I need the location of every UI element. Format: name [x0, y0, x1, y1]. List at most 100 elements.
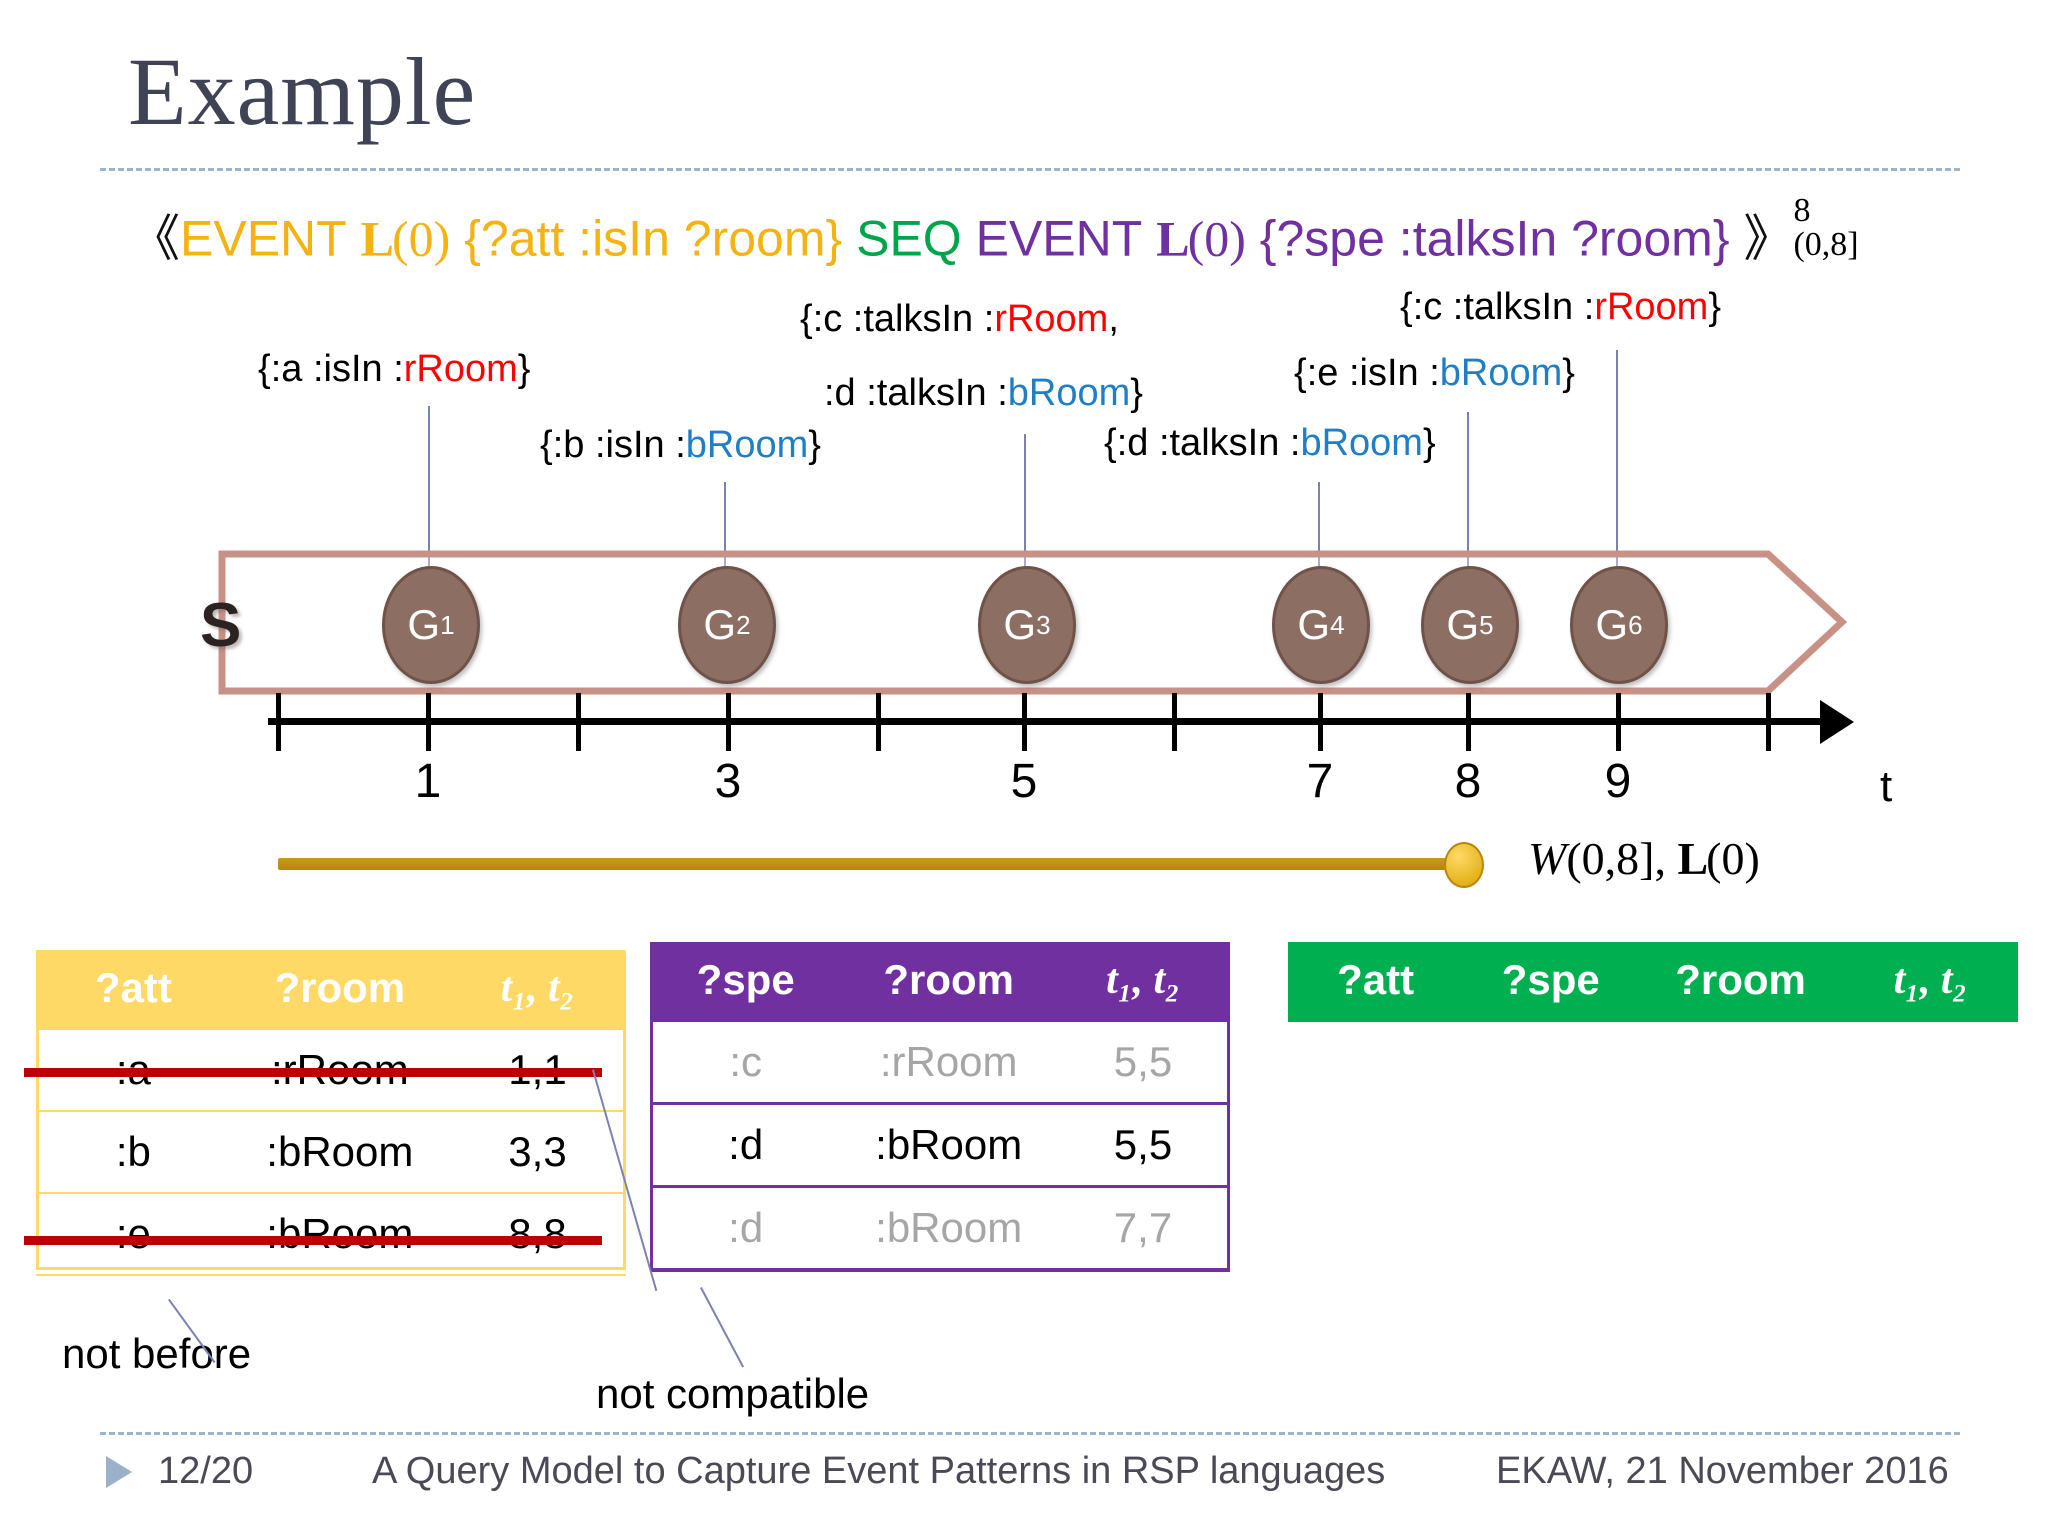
axis-tick-2	[576, 693, 581, 751]
table-spe: ?spe ?room t₁, t₂ :c :rRoom 5,5 :d :bRoo…	[650, 942, 1230, 1271]
table-spe-cell-room-2: :bRoom	[841, 1186, 1056, 1271]
table-att-header-att: ?att	[94, 964, 172, 1011]
table-att-row-1[interactable]: :b :bRoom 3,3	[36, 1111, 626, 1194]
table-spe-cell-time-1: 5,5	[1055, 1103, 1230, 1188]
table-spe-row-1[interactable]: :d :bRoom 5,5	[650, 1103, 1230, 1188]
formula-event1-pattern: {?att :isIn ?room}	[464, 210, 843, 267]
formula-event1-lang: L	[360, 210, 394, 267]
axis-tick-5	[1022, 693, 1027, 751]
table-spe-frame	[650, 942, 1230, 1272]
footer-venue: EKAW, 21 November 2016	[1496, 1450, 1949, 1492]
note-not-compatible: not compatible	[596, 1370, 870, 1417]
table-spe-cell-spe-0: :c	[650, 1022, 842, 1105]
leader-line-g6	[1616, 350, 1618, 568]
table-join: ?att ?spe ?room t₁, t₂	[1288, 942, 2018, 1022]
table-att-cell-att-2: :e	[36, 1193, 231, 1276]
leader-line-g1	[428, 406, 430, 566]
table-spe-cell-spe-1: :d	[650, 1103, 842, 1188]
table-att-row-2[interactable]: :e :bRoom 8,8	[36, 1193, 626, 1276]
formula-close-bracket: 》	[1743, 210, 1794, 267]
axis-tick-4	[876, 693, 881, 751]
window-label: W(0,8], L(0)	[1528, 833, 1760, 884]
annotation-g3-line2: :d :talksIn :bRoom}	[824, 372, 1143, 414]
axis-tick-label-8: 8	[1454, 755, 1482, 808]
table-join-header-row: ?att ?spe ?room t₁, t₂	[1288, 942, 2018, 1022]
table-join-header-room: ?room	[1675, 956, 1806, 1003]
axis-tick-3	[726, 693, 731, 751]
table-spe-cell-spe-2: :d	[650, 1186, 842, 1271]
table-att-cell-room-2: :bRoom	[230, 1193, 449, 1276]
leader-line-g2	[724, 482, 726, 568]
table-spe-cell-room-1: :bRoom	[841, 1103, 1056, 1188]
table-spe-row-0[interactable]: :c :rRoom 5,5	[650, 1022, 1230, 1105]
table-spe-header-spe: ?spe	[696, 956, 795, 1003]
timeline-diagram: {:a :isIn :rRoom} {:b :isIn :bRoom} {:c …	[0, 286, 2048, 950]
formula-window-bounds: 8(0,8]	[1793, 194, 1858, 262]
axis-tick-10	[1766, 693, 1771, 751]
table-att-cell-time-1: 3,3	[448, 1111, 626, 1194]
axis-tick-6	[1172, 693, 1177, 751]
formula-event2-keyword: EVENT	[975, 210, 1143, 267]
formula-superscript: 8	[1793, 192, 1811, 229]
formula-event2-pattern: {?spe :talksIn ?room}	[1259, 210, 1730, 267]
table-spe-header-room: ?room	[883, 956, 1015, 1003]
table-att-header-room: ?room	[274, 964, 406, 1011]
annotation-g3-line1: {:c :talksIn :rRoom,	[800, 298, 1119, 340]
formula-event1-keyword: EVENT	[180, 210, 347, 267]
footer-page-number: 12/20	[158, 1450, 254, 1492]
annotation-g4: {:d :talksIn :bRoom}	[1104, 422, 1436, 464]
formula-event2-lang: L	[1156, 210, 1189, 267]
axis-tick-label-7: 7	[1306, 755, 1334, 808]
annotation-g1: {:a :isIn :rRoom}	[258, 348, 531, 390]
axis-variable-label: t	[1880, 762, 1893, 811]
footer-divider	[100, 1432, 1960, 1435]
axis-tick-1	[426, 693, 431, 751]
table-att-frame	[36, 950, 626, 1270]
window-bar	[278, 858, 1463, 870]
table-att-header-row: ?att ?room t₁, t₂	[36, 950, 626, 1030]
axis-tick-label-3: 3	[714, 755, 742, 808]
table-att-cell-time-2: 8,8	[448, 1193, 626, 1276]
leader-line-g3	[1024, 434, 1026, 568]
table-spe-header-row: ?spe ?room t₁, t₂	[650, 942, 1230, 1022]
table-att-cell-room-1: :bRoom	[230, 1111, 449, 1194]
leader-line-not-compatible-lower	[700, 1287, 745, 1368]
formula-event2-lang-arg: (0)	[1187, 210, 1246, 267]
axis-tick-label-5: 5	[1010, 755, 1038, 808]
axis-tick-7	[1318, 693, 1323, 751]
formula-operator: SEQ	[856, 210, 962, 267]
formula-open-bracket: 《	[130, 210, 180, 267]
table-spe-cell-room-0: :rRoom	[841, 1022, 1056, 1105]
axis-tick-9	[1616, 693, 1621, 751]
leader-line-g5	[1467, 412, 1469, 568]
table-join-header-spe: ?spe	[1501, 956, 1600, 1003]
formula-subscript: (0,8]	[1793, 226, 1859, 263]
annotation-g6: {:c :talksIn :rRoom}	[1400, 286, 1722, 328]
stream-label: S	[200, 591, 242, 660]
time-axis-line	[268, 718, 1828, 725]
page-title: Example	[128, 38, 477, 145]
table-spe-row-2[interactable]: :d :bRoom 7,7	[650, 1186, 1230, 1271]
annotation-g2: {:b :isIn :bRoom}	[540, 424, 821, 466]
table-att-cell-att-1: :b	[36, 1111, 231, 1194]
table-spe-cell-time-0: 5,5	[1055, 1022, 1230, 1105]
axis-tick-label-1: 1	[414, 755, 442, 808]
footer-talk-title: A Query Model to Capture Event Patterns …	[372, 1450, 1386, 1492]
axis-tick-label-9: 9	[1604, 755, 1632, 808]
title-divider	[100, 168, 1960, 171]
axis-tick-8	[1466, 693, 1471, 751]
table-spe-cell-time-2: 7,7	[1055, 1186, 1230, 1271]
table-join-header-att: ?att	[1337, 956, 1415, 1003]
leader-line-g4	[1318, 482, 1320, 568]
time-axis-arrowhead	[1820, 700, 1854, 744]
table-att-header-time: t₁, t₂	[500, 965, 575, 1011]
strikethrough-att-row-0	[24, 1068, 602, 1077]
formula-event1-lang-arg: (0)	[391, 210, 451, 267]
